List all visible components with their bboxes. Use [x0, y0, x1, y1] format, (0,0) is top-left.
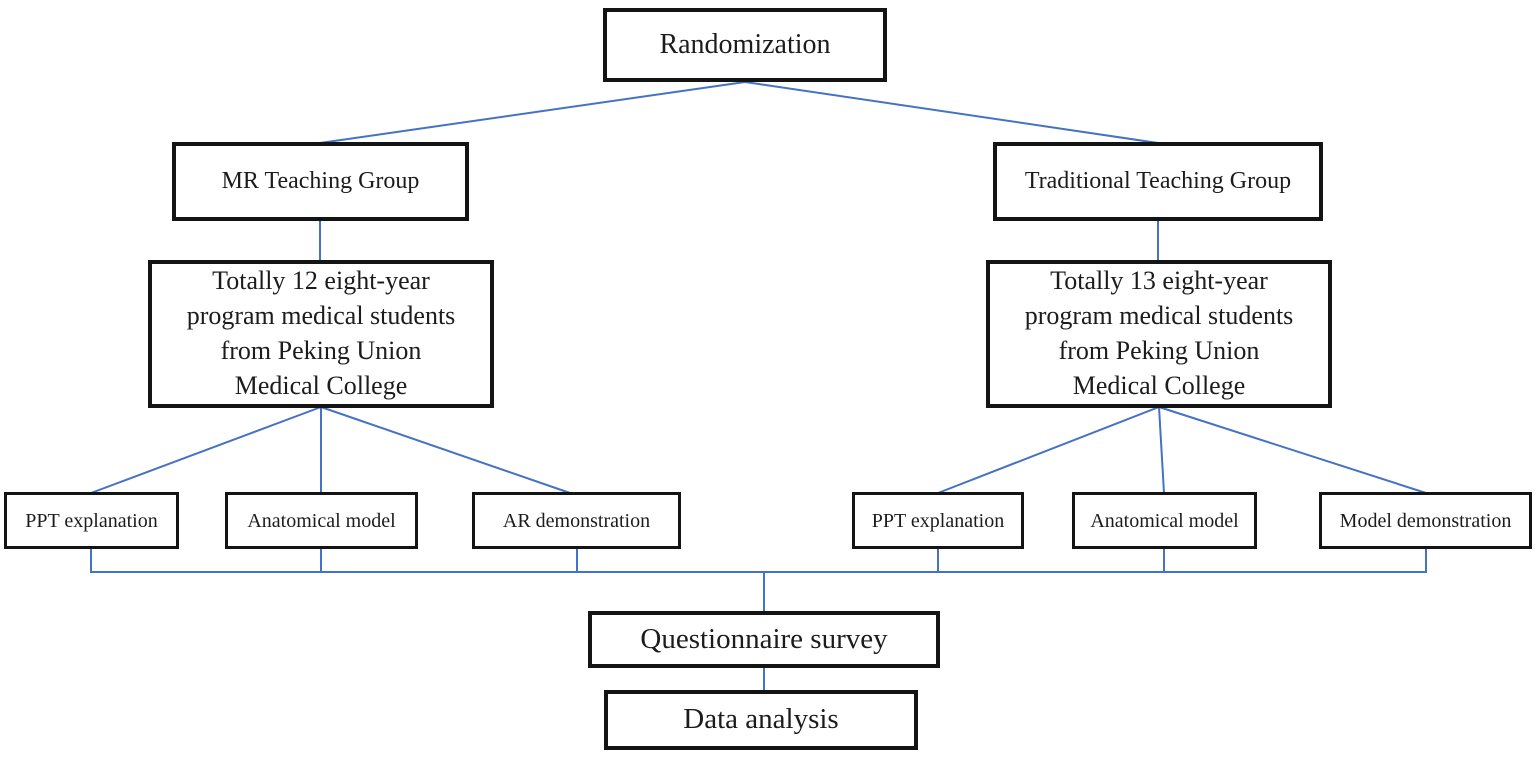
node-randomization: Randomization	[603, 8, 887, 82]
node-trad-ppt-explanation: PPT explanation	[852, 492, 1024, 549]
node-traditional-teaching-group: Traditional Teaching Group	[993, 142, 1323, 221]
edge-bus-horizontal	[90, 548, 1427, 573]
edge-traditional-cohort-trad-ppt	[937, 406, 1160, 494]
edge-traditional-cohort-trad-anatomical	[1158, 406, 1165, 494]
node-mr-ar-demonstration: AR demonstration	[472, 492, 681, 549]
node-trad-anatomical-model: Anatomical model	[1072, 492, 1257, 549]
node-questionnaire-survey: Questionnaire survey	[588, 611, 940, 668]
edge-traditional-cohort-trad-model	[1158, 406, 1427, 494]
edge-randomization-mr-group	[319, 81, 746, 144]
node-data-analysis: Data analysis	[604, 690, 918, 750]
node-mr-ppt-explanation: PPT explanation	[4, 492, 179, 549]
node-mr-teaching-group: MR Teaching Group	[172, 142, 469, 221]
node-trad-model-demonstration: Model demonstration	[1319, 492, 1532, 549]
edge-mr-cohort-mr-ppt	[90, 406, 322, 494]
edge-mr-cohort-mr-ar	[320, 406, 571, 494]
node-mr-anatomical-model: Anatomical model	[225, 492, 418, 549]
edge-randomization-traditional-group	[744, 81, 1159, 144]
